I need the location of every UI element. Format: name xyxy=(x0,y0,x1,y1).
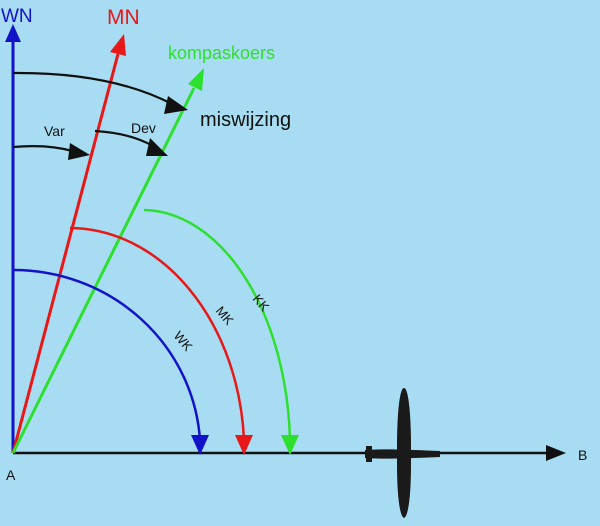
kk-arrowhead xyxy=(281,435,299,455)
point-b-label: B xyxy=(578,447,587,463)
magnetic-north-line xyxy=(11,53,120,454)
var-arrowhead xyxy=(68,143,90,160)
miswijzing-label: miswijzing xyxy=(200,109,291,131)
mk-arc xyxy=(69,226,246,441)
dev-arrowhead xyxy=(146,138,168,156)
var-arrow xyxy=(12,145,73,153)
dev-label: Dev xyxy=(131,120,156,136)
glider-icon xyxy=(365,388,440,518)
wn-label: WN xyxy=(1,6,33,27)
wk-arc xyxy=(12,268,202,441)
compass-course-line xyxy=(11,87,196,454)
labels: WN MN kompaskoers miswijzing Var Dev KK … xyxy=(1,6,587,483)
wk-label: WK xyxy=(171,328,196,354)
magnetic-north-arrowhead xyxy=(110,34,126,56)
mn-label: MN xyxy=(107,6,140,29)
miswijzing-arrowhead xyxy=(164,96,188,114)
mk-arrowhead xyxy=(235,435,253,455)
point-a-label: A xyxy=(6,467,16,483)
compass-course-arrowhead xyxy=(188,68,204,91)
true-north-arrowhead xyxy=(5,24,21,42)
deviation-arrows xyxy=(12,71,188,160)
kk-label: KK xyxy=(250,291,273,314)
course-arcs xyxy=(12,208,299,455)
kk-arc xyxy=(143,208,292,441)
mk-label: MK xyxy=(213,303,237,328)
wk-arrowhead xyxy=(191,435,209,455)
var-label: Var xyxy=(44,123,65,139)
axes xyxy=(5,24,566,461)
kompaskoers-label: kompaskoers xyxy=(168,43,275,63)
miswijzing-arrow xyxy=(12,71,173,105)
course-line-arrowhead xyxy=(546,445,566,461)
